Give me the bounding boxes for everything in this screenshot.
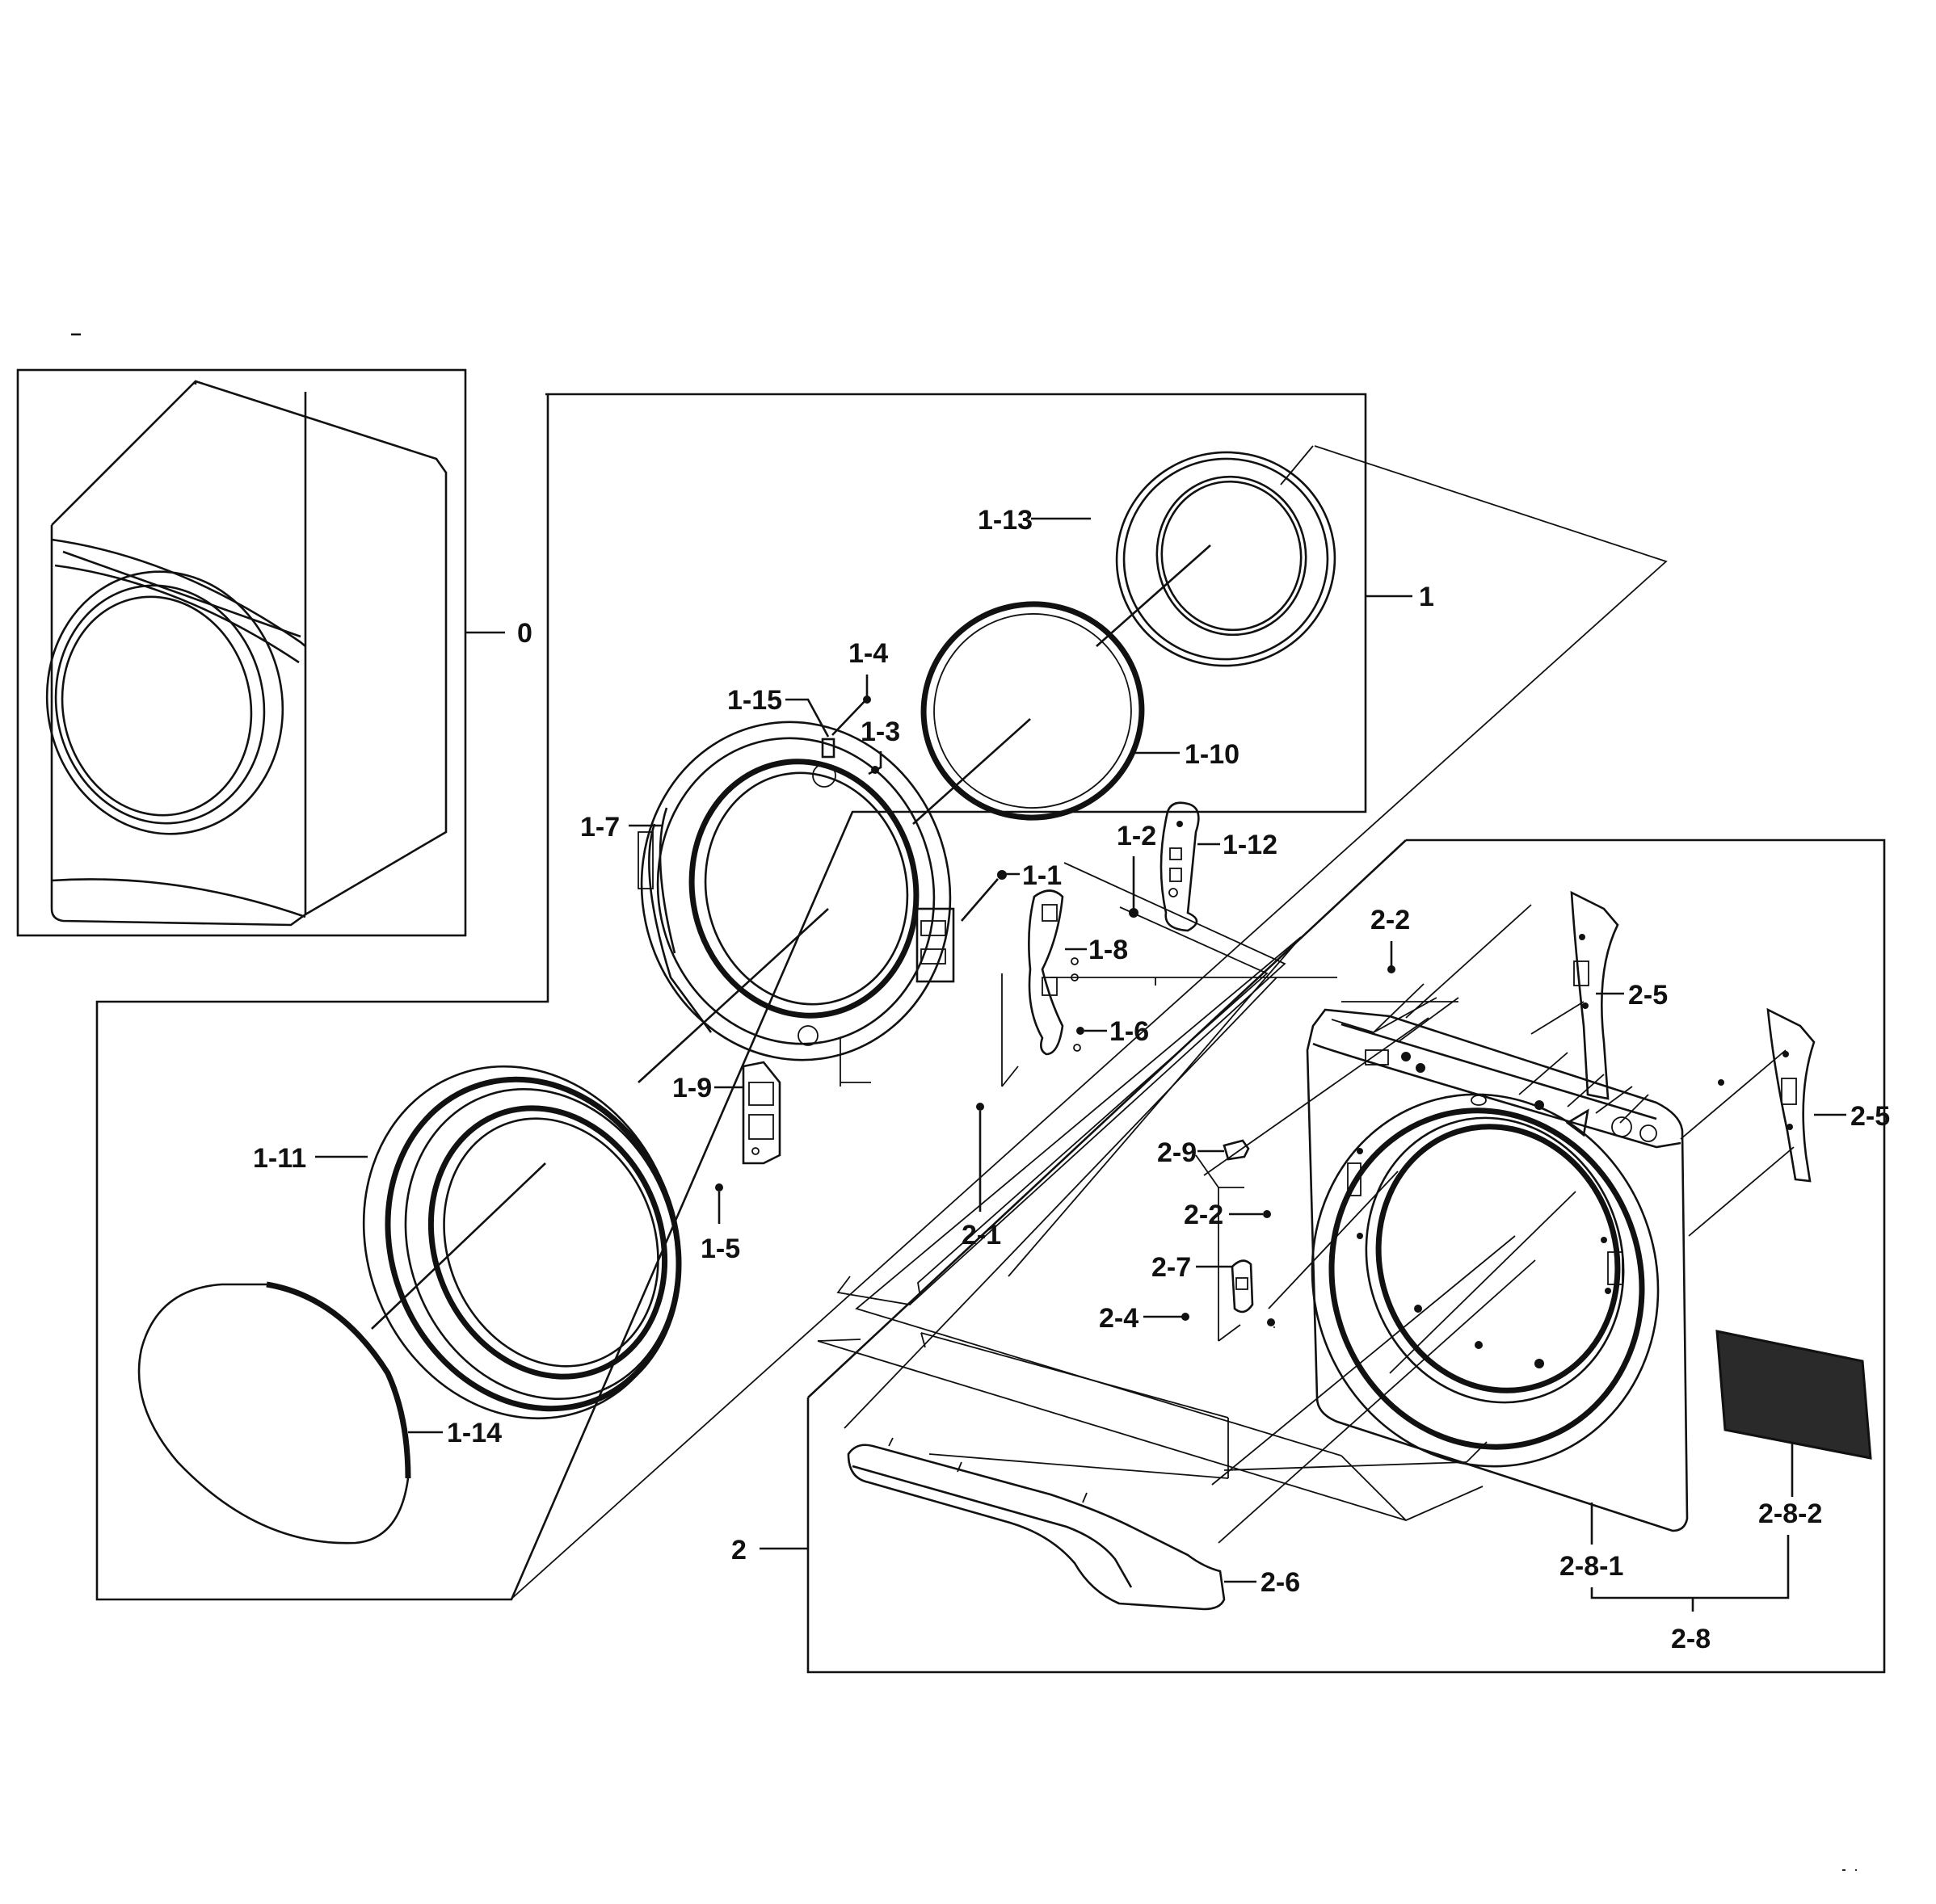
label-1-5: 1-5: [701, 1234, 740, 1264]
callout-2-4: 2-4: [1099, 1303, 1275, 1334]
label-2-5-upper: 2-5: [1628, 980, 1668, 1011]
callout-1-4: 1-4: [831, 638, 888, 736]
label-1-7: 1-7: [580, 812, 620, 843]
callout-2-1: 2-1: [962, 1103, 1001, 1250]
label-1-2: 1-2: [1117, 821, 1156, 851]
part-2-9-clip: [1223, 1139, 1250, 1161]
part-2-5-bracket-upper: [1570, 890, 1619, 1100]
part-1-9-bracket: [742, 1061, 781, 1165]
callout-2-8: 2-8: [1590, 1535, 1790, 1654]
callout-2-8-2: 2-8-2: [1758, 1442, 1822, 1529]
callout-2-5-upper: 2-5: [1596, 980, 1668, 1011]
part-1-8-hinge: [1028, 889, 1079, 1056]
part-1-15-latch: [821, 738, 835, 759]
callout-1-11: 1-11: [253, 1143, 546, 1330]
label-1-13: 1-13: [978, 505, 1033, 536]
dryer-front-unit: [45, 380, 448, 927]
callout-2-7: 2-7: [1151, 1252, 1232, 1283]
callout-1-7: 1-7: [580, 812, 829, 1083]
label-1-10: 1-10: [1185, 739, 1239, 770]
callout-1-5: 1-5: [701, 1183, 740, 1264]
part-1-14-glass: [137, 1281, 411, 1545]
part-1-13-ring: [1115, 451, 1336, 667]
part-1-12-hinge-plate: [1159, 801, 1200, 932]
label-2-4: 2-4: [1099, 1303, 1138, 1334]
label-1-12: 1-12: [1223, 830, 1277, 860]
label-1-1: 1-1: [1022, 860, 1062, 891]
label-2-2-top: 2-2: [1370, 905, 1410, 935]
part-1-7-door-frame: [638, 721, 955, 1061]
label-1-3: 1-3: [861, 717, 900, 747]
callout-2-2-top: 2-2: [1370, 905, 1410, 973]
box-assembly-0: [16, 368, 467, 937]
label-1-6: 1-6: [1109, 1016, 1149, 1047]
label-1-14: 1-14: [447, 1418, 502, 1448]
explode-guide-lines: [510, 445, 1795, 1600]
callout-1-13: 1-13: [978, 505, 1211, 647]
callout-1-14: 1-14: [408, 1418, 502, 1448]
label-2-6: 2-6: [1261, 1567, 1300, 1598]
label-2-7: 2-7: [1151, 1252, 1191, 1283]
callout-1-9: 1-9: [672, 1073, 743, 1103]
callout-1-8: 1-8: [1065, 935, 1128, 965]
callout-0: 0: [465, 618, 532, 649]
label-1-9: 1-9: [672, 1073, 712, 1103]
part-2-8-1-front-panel: [1306, 983, 1689, 1532]
part-2-6-trim: [847, 1437, 1226, 1611]
label-2: 2: [731, 1535, 747, 1566]
box-assembly-2: [806, 839, 1886, 1674]
callout-2-6: 2-6: [1224, 1567, 1300, 1598]
callout-1-3: 1-3: [861, 717, 900, 775]
part-1-11-outer-ring: [362, 1065, 682, 1420]
label-2-8-2: 2-8-2: [1758, 1498, 1822, 1529]
part-1-10-gasket: [920, 601, 1145, 821]
label-2-8-1: 2-8-1: [1559, 1551, 1623, 1582]
label-2-1: 2-1: [962, 1220, 1001, 1250]
label-1-4: 1-4: [848, 638, 888, 669]
callout-2-2-mid: 2-2: [1184, 1200, 1271, 1230]
label-2-5-lower: 2-5: [1850, 1101, 1890, 1132]
callout-2-5-lower: 2-5: [1718, 1079, 1890, 1132]
callout-1-15: 1-15: [727, 685, 830, 738]
label-2-2-mid: 2-2: [1184, 1200, 1223, 1230]
label-1-8: 1-8: [1088, 935, 1128, 965]
label-1-11: 1-11: [253, 1143, 306, 1174]
label-2-8: 2-8: [1671, 1624, 1711, 1654]
callout-2-9: 2-9: [1157, 1137, 1224, 1168]
label-0: 0: [517, 618, 532, 649]
callout-2: 2: [731, 1535, 808, 1566]
label-1-15: 1-15: [727, 685, 782, 716]
part-2-7-switch: [1231, 1259, 1254, 1313]
part-2-8-2-mesh: [1715, 1330, 1872, 1460]
callout-2-8-1: 2-8-1: [1559, 1503, 1623, 1582]
callout-1-1: 1-1: [961, 860, 1062, 922]
callout-1-2: 1-2: [1117, 821, 1156, 918]
callout-1: 1: [1366, 582, 1434, 612]
label-1: 1: [1419, 582, 1434, 612]
part-2-5-bracket-lower: [1766, 1007, 1816, 1183]
callout-1-12: 1-12: [1197, 830, 1277, 860]
callout-1-6: 1-6: [1073, 1016, 1149, 1052]
callout-1-10: 1-10: [912, 718, 1239, 825]
label-2-9: 2-9: [1157, 1137, 1197, 1168]
